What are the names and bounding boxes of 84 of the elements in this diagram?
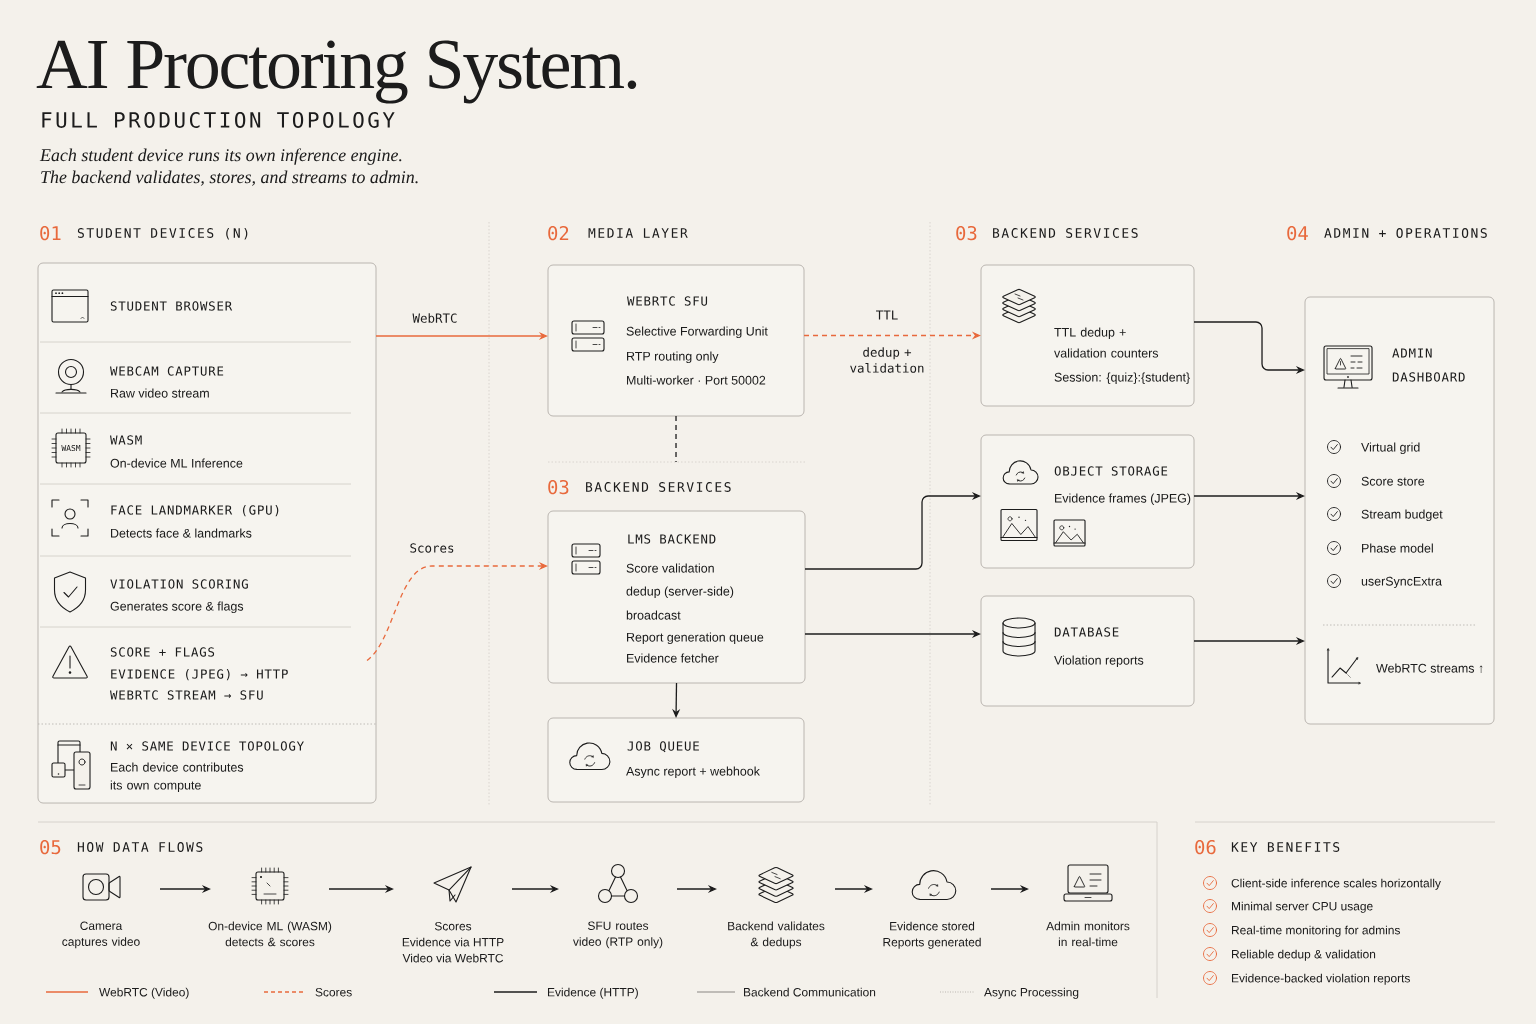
- subtitle: FULL PRODUCTION TOPOLOGY: [42, 112, 395, 128]
- row-heading: VIOLATION SCORING: [110, 579, 248, 589]
- box-text: Score validation: [626, 563, 714, 573]
- stat-text: WebRTC streams ↑: [1376, 663, 1483, 673]
- section-number: 01: [40, 225, 61, 241]
- step-caption: Video via WebRTC: [402, 953, 504, 963]
- box-text: RTP routing only: [627, 351, 719, 364]
- section-heading: HOW DATA FLOWS: [77, 842, 203, 852]
- checklist-item: userSyncExtra: [1361, 576, 1442, 589]
- box-text: Report generation queue: [627, 632, 764, 645]
- box-heading: DATABASE: [1054, 627, 1119, 637]
- arrow: [366, 561, 548, 662]
- legend-label: Backend Communication: [744, 987, 876, 997]
- row-heading: WEBRTC STREAM → SFU: [110, 690, 263, 700]
- intro-text: The backend validates, stores, and streams to admin.: [41, 170, 418, 186]
- section-number: 02: [548, 225, 569, 241]
- box-text: dedup (server-side): [626, 586, 734, 599]
- step-caption: Camera captures video: [62, 921, 140, 949]
- box-text: Session: {quiz}:{student}: [1054, 372, 1190, 385]
- legend-label: Async Processing: [984, 987, 1079, 999]
- title: AI Proctoring System.: [36, 40, 637, 104]
- box-text: Multi-worker · Port 50002: [627, 375, 766, 385]
- intro-text: Each student device runs its own inference engine.: [39, 148, 402, 165]
- section-number: 06: [1195, 839, 1216, 855]
- section-heading: ADMIN + OPERATIONS: [1324, 228, 1487, 238]
- checklist-item: Stream budget: [1361, 509, 1443, 522]
- row-heading: N × SAME DEVICE TOPOLOGY: [110, 741, 304, 751]
- section-number: 05: [40, 839, 61, 855]
- benefit-text: Evidence-backed violation reports: [1232, 973, 1410, 985]
- section-number: 04: [1287, 225, 1308, 241]
- legend-label: Evidence (HTTP): [548, 987, 638, 999]
- box-heading: JOB QUEUE: [627, 741, 699, 753]
- step-caption: Admin monitors in real-time: [1046, 921, 1130, 947]
- checklist-item: Score store: [1361, 476, 1425, 486]
- line-annotation: dedup + validation: [850, 347, 924, 373]
- edge-label: Scores: [407, 541, 457, 555]
- legend-label: Scores: [315, 987, 352, 997]
- section-heading: STUDENT DEVICES (N): [77, 227, 248, 240]
- step-caption: On-device ML (WASM) detects & scores: [208, 921, 332, 947]
- row-text: Generates score & flags: [110, 601, 244, 614]
- box-heading: OBJECT STORAGE: [1054, 466, 1168, 476]
- row-heading: WEBCAM CAPTURE: [110, 366, 224, 376]
- row-heading: FACE LANDMARKER (GPU): [111, 505, 279, 517]
- section-heading: BACKEND SERVICES: [993, 228, 1138, 238]
- benefit-text: Minimal server CPU usage: [1232, 901, 1373, 913]
- section-number: 03: [956, 225, 977, 241]
- row-heading: STUDENT BROWSER: [110, 301, 233, 311]
- box-text: Violation reports: [1054, 655, 1144, 668]
- section-heading: KEY BENEFITS: [1231, 842, 1340, 852]
- benefit-text: Client-side inference scales horizontally: [1231, 878, 1441, 890]
- row-heading: SCORE + FLAGS: [110, 647, 215, 657]
- step-caption: Evidence stored: [890, 921, 975, 931]
- box-text: Evidence frames (JPEG): [1055, 493, 1191, 506]
- step-caption: Reports generated: [883, 937, 981, 949]
- row-heading: EVIDENCE (JPEG) → HTTP: [111, 669, 288, 681]
- edge-label: TTL: [873, 308, 901, 322]
- box-heading: LMS BACKEND: [628, 534, 716, 544]
- row-heading: WASM: [110, 435, 142, 445]
- panel-heading: ADMIN DASHBOARD: [1392, 348, 1465, 382]
- checklist-item: Phase model: [1362, 543, 1433, 553]
- box-text: TTL dedup + validation counters: [1054, 327, 1159, 358]
- row-text: Raw video stream: [111, 388, 209, 398]
- panel: [37, 262, 377, 804]
- box-heading: WEBRTC SFU: [627, 296, 708, 306]
- box-text: Selective Forwarding Unit: [626, 326, 768, 339]
- connector-line: [675, 415, 677, 463]
- edge-label: WebRTC: [410, 311, 460, 325]
- benefit-text: Real-time monitoring for admins: [1232, 925, 1400, 937]
- section-heading: MEDIA LAYER: [588, 228, 688, 238]
- row-text: Each device contributes its own compute: [110, 762, 244, 793]
- legend-label: WebRTC (Video): [99, 987, 189, 999]
- row-text: On-device ML Inference: [110, 458, 243, 468]
- step-caption: SFU routes video (RTP only): [573, 921, 663, 949]
- checklist-item: Virtual grid: [1361, 442, 1420, 455]
- section-heading: BACKEND SERVICES: [586, 482, 731, 492]
- row-text: Detects face & landmarks: [111, 528, 252, 538]
- benefit-text: Reliable dedup & validation: [1232, 949, 1376, 961]
- box-text: Evidence fetcher: [627, 653, 719, 663]
- step-caption: Evidence via HTTP: [402, 937, 504, 947]
- box-text: Async report + webhook: [626, 766, 760, 779]
- arrow: [804, 491, 981, 570]
- step-caption: Backend validates & dedups: [728, 921, 825, 949]
- step-caption: Scores: [434, 921, 472, 931]
- box-text: broadcast: [626, 610, 681, 620]
